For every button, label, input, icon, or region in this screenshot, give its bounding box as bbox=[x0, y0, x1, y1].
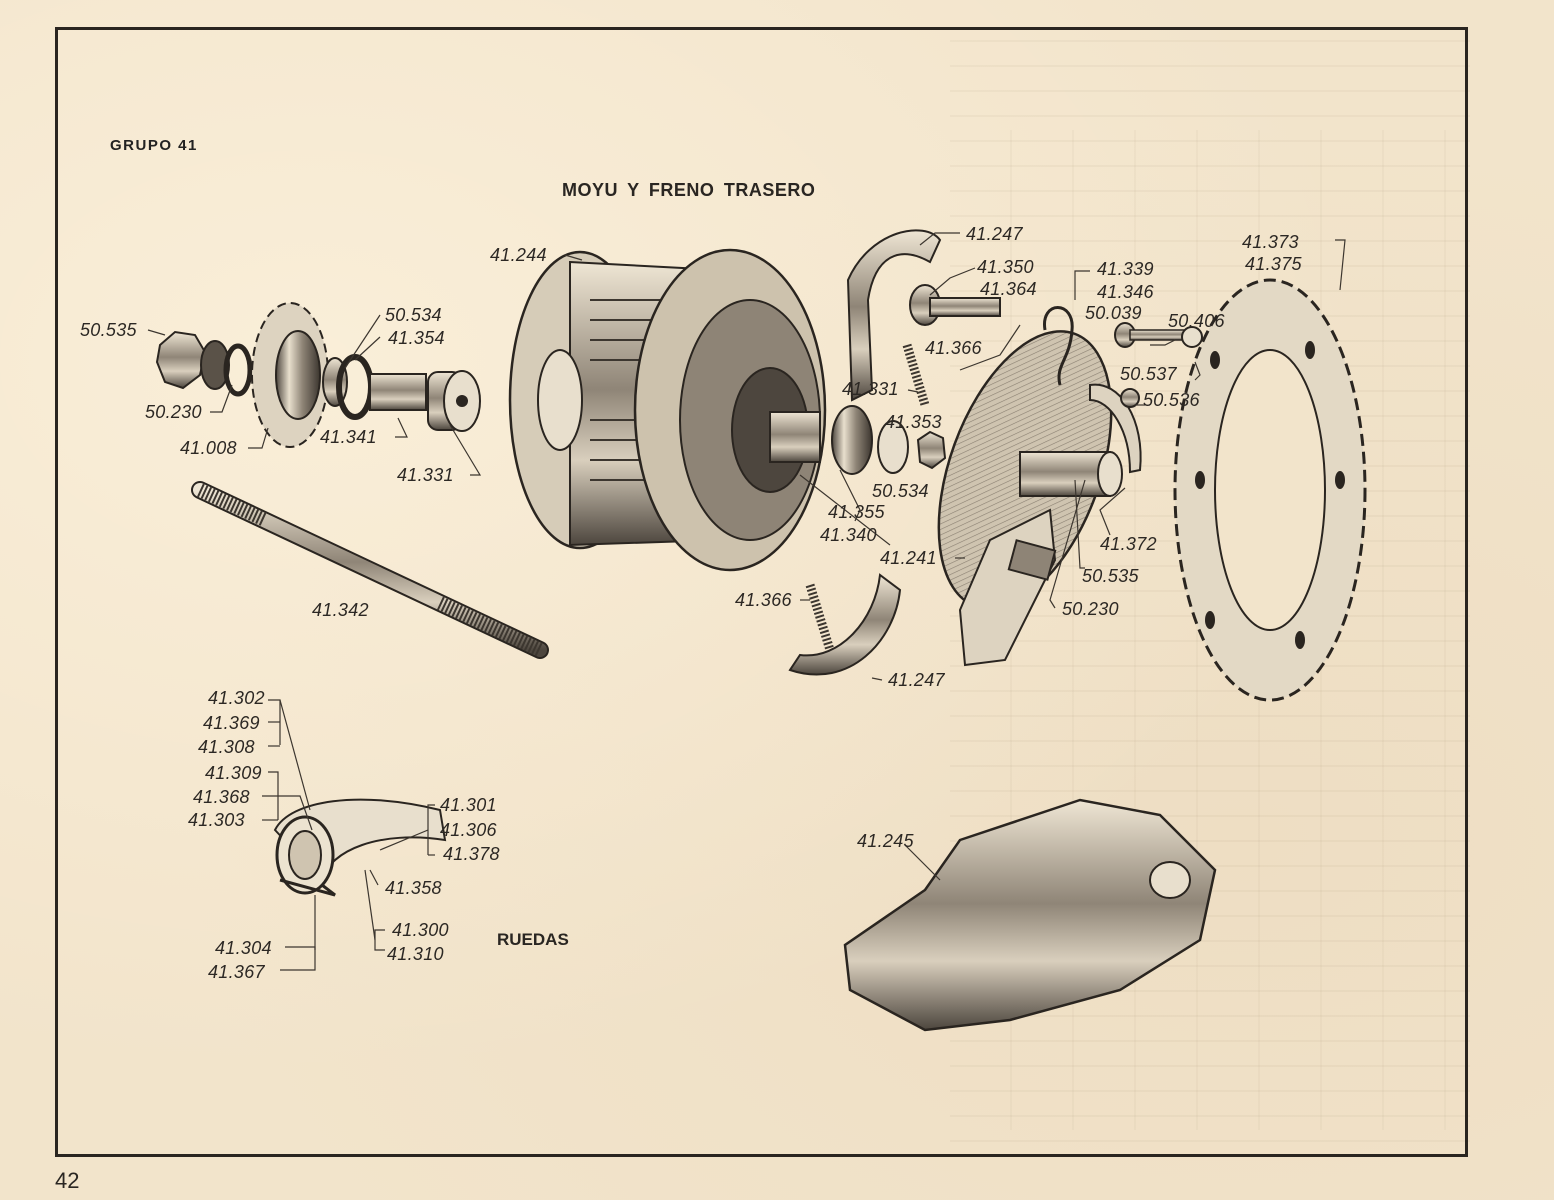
nut-center bbox=[916, 430, 947, 470]
part-label-brake-plate: 41.241 bbox=[880, 548, 937, 568]
part-label-wheel-n: 41.367 bbox=[208, 962, 265, 982]
part-label-spacer-b: 41.354 bbox=[388, 328, 445, 348]
part-label-brake-shoe-top: 41.247 bbox=[966, 224, 1023, 244]
part-label-sprocket-large-a: 41.373 bbox=[1242, 232, 1299, 252]
bearing-seat bbox=[769, 411, 821, 463]
part-label-wheel-e: 41.368 bbox=[193, 787, 250, 807]
part-label-spacer-c: 50.534 bbox=[872, 481, 929, 501]
part-label-cam-b: 41.364 bbox=[980, 279, 1037, 299]
return-spring bbox=[1043, 306, 1074, 386]
part-label-wheel-b: 41.369 bbox=[203, 713, 260, 733]
part-label-wheel-a: 41.302 bbox=[208, 688, 265, 708]
brake-shoe-top bbox=[846, 229, 942, 402]
part-label-nut-right: 50.535 bbox=[1082, 566, 1139, 586]
spring-top bbox=[902, 343, 930, 407]
part-label-spacer-a: 50.534 bbox=[385, 305, 442, 325]
axle bbox=[191, 481, 549, 659]
part-label-wheel-f: 41.303 bbox=[188, 810, 245, 830]
part-label-bearing-right: 41.331 bbox=[842, 379, 899, 399]
lever bbox=[1089, 383, 1142, 474]
part-label-chain-guard: 41.245 bbox=[857, 831, 914, 851]
part-label-bolt-nut: 50.406 bbox=[1168, 311, 1225, 331]
leader-lines bbox=[147, 232, 1346, 971]
brake-shoe-bottom bbox=[788, 573, 902, 676]
part-label-axle: 41.342 bbox=[312, 600, 369, 620]
chain-guard-boss bbox=[1149, 861, 1191, 899]
hub-section-title: MOYU Y FRENO TRASERO bbox=[562, 180, 816, 200]
part-label-cam-a: 41.350 bbox=[977, 257, 1034, 277]
part-label-spring-top: 41.366 bbox=[925, 338, 982, 358]
sprocket-small bbox=[251, 302, 329, 448]
nut-left bbox=[155, 330, 230, 390]
part-label-wheel-l: 41.310 bbox=[387, 944, 444, 964]
part-label-bolt: 50.039 bbox=[1085, 303, 1142, 323]
sprocket-large bbox=[1173, 278, 1367, 702]
nut-small bbox=[1120, 388, 1140, 408]
part-label-wheel-h: 41.306 bbox=[440, 820, 497, 840]
part-label-washer-left: 50.230 bbox=[145, 402, 202, 422]
spring-bottom bbox=[805, 583, 835, 652]
part-label-lever: 41.372 bbox=[1100, 534, 1157, 554]
part-label-sprocket-large-b: 41.375 bbox=[1245, 254, 1302, 274]
group-label: GRUPO 41 bbox=[110, 137, 198, 154]
part-label-wheel-m: 41.304 bbox=[215, 938, 272, 958]
part-label-nut-left: 50.535 bbox=[80, 320, 137, 340]
part-label-wheel-k: 41.300 bbox=[392, 920, 449, 940]
page-number: 42 bbox=[55, 1168, 80, 1193]
part-label-spring-bottom: 41.366 bbox=[735, 590, 792, 610]
part-label-brake-shoe-bottom: 41.247 bbox=[888, 670, 945, 690]
part-label-bearing-left: 41.331 bbox=[397, 465, 454, 485]
part-label-nut-small: 50.536 bbox=[1143, 390, 1200, 410]
bearing-left bbox=[427, 370, 481, 432]
part-label-lock-washer: 50.537 bbox=[1120, 364, 1177, 384]
bearing-right bbox=[831, 405, 873, 475]
part-label-ring: 41.353 bbox=[885, 412, 942, 432]
part-label-wheel-c: 41.308 bbox=[198, 737, 255, 757]
part-label-wheel-j: 41.358 bbox=[385, 878, 442, 898]
brake-cam bbox=[909, 284, 1001, 326]
diagram-frame bbox=[55, 27, 1468, 1157]
part-label-washer-right: 50.230 bbox=[1062, 599, 1119, 619]
hub-body bbox=[508, 248, 827, 572]
bolt-assembly bbox=[1114, 322, 1203, 348]
part-label-wheel-g: 41.301 bbox=[440, 795, 497, 815]
tire-cross-section bbox=[273, 798, 447, 897]
ring bbox=[877, 420, 909, 474]
part-label-sleeve: 41.341 bbox=[320, 427, 377, 447]
wheels-section-title: RUEDAS bbox=[497, 930, 569, 949]
sleeve bbox=[369, 373, 427, 411]
part-label-bearing-seat: 41.340 bbox=[820, 525, 877, 545]
part-label-return-spring-b: 41.346 bbox=[1097, 282, 1154, 302]
part-label-return-spring-a: 41.339 bbox=[1097, 259, 1154, 279]
part-label-wheel-i: 41.378 bbox=[443, 844, 500, 864]
chain-guard bbox=[843, 798, 1217, 1032]
part-label-wheel-d: 41.309 bbox=[205, 763, 262, 783]
part-label-sprocket-small: 41.008 bbox=[180, 438, 237, 458]
washer-left bbox=[223, 343, 253, 397]
part-label-spacer-d: 41.355 bbox=[828, 502, 885, 522]
part-label-hub-body: 41.244 bbox=[490, 245, 547, 265]
